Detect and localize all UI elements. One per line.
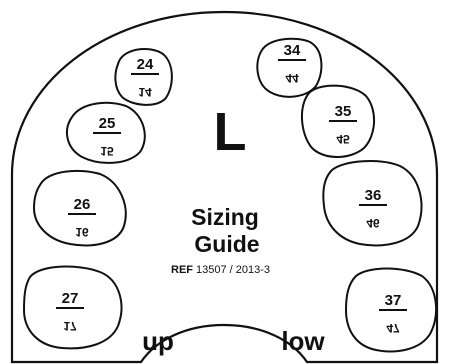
tooth-35: 35 45 <box>302 86 374 157</box>
tooth-35-top: 35 <box>335 103 352 120</box>
tooth-35-bottom: 45 <box>336 132 350 146</box>
tooth-25-top: 25 <box>99 115 116 132</box>
tooth-25-bottom: 15 <box>100 144 114 158</box>
tooth-27: 27 17 <box>24 267 121 349</box>
tooth-27-top: 27 <box>62 290 79 307</box>
tooth-24: 24 14 <box>115 49 172 105</box>
tooth-37: 37 47 <box>346 269 436 352</box>
tooth-34-top: 34 <box>284 42 301 59</box>
side-letter: L <box>214 102 247 162</box>
tooth-24-top: 24 <box>137 56 154 73</box>
tooth-27-bottom: 17 <box>63 319 77 333</box>
ref-label: REF <box>171 264 193 276</box>
tooth-25: 25 15 <box>67 103 145 163</box>
ref-line: REF 13507 / 2013-3 <box>171 264 270 276</box>
title-line-2: Guide <box>194 231 259 257</box>
tooth-36-top: 36 <box>365 187 382 204</box>
tooth-26: 26 16 <box>34 171 126 246</box>
label-up: up <box>142 326 174 356</box>
tooth-36: 36 46 <box>323 161 421 245</box>
tooth-37-bottom: 47 <box>386 321 400 335</box>
ref-value: 13507 / 2013-3 <box>196 264 270 276</box>
tooth-34: 34 44 <box>257 39 321 97</box>
label-low: low <box>281 326 325 356</box>
tooth-34-bottom: 44 <box>285 71 299 85</box>
tooth-26-top: 26 <box>74 196 91 213</box>
tooth-26-bottom: 16 <box>75 225 89 239</box>
tooth-37-top: 37 <box>385 292 402 309</box>
tooth-36-bottom: 46 <box>366 216 380 230</box>
title-line-1: Sizing <box>191 204 259 230</box>
tooth-24-bottom: 14 <box>138 85 152 99</box>
